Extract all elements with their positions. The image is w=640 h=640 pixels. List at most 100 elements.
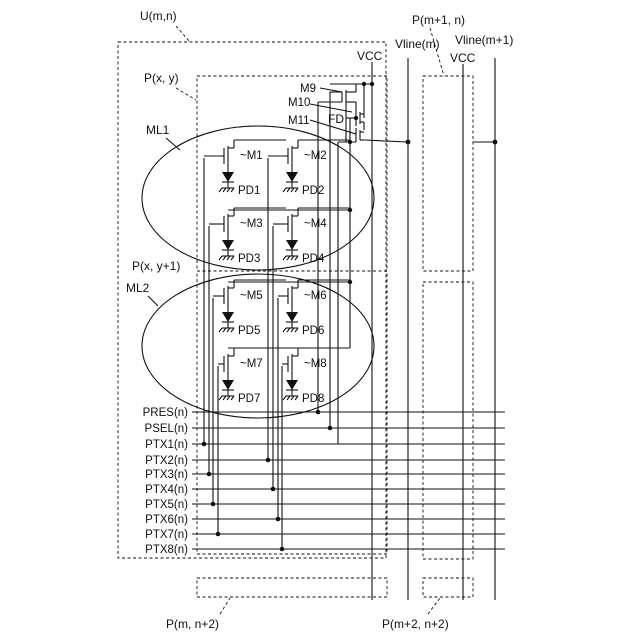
photodiode-label: PD7 <box>238 393 260 405</box>
signal-labels: PRES(n)PSEL(n)PTX1(n)PTX2(n)PTX3(n)PTX4(… <box>143 407 189 556</box>
ground-hatch <box>223 396 226 400</box>
ground-hatch <box>295 188 298 192</box>
photodiode-label: PD4 <box>302 253 325 265</box>
neighbor-right-leader <box>430 28 444 76</box>
neighbor-right-top-box <box>423 76 473 271</box>
ground-hatch <box>287 256 290 260</box>
photodiode-icon <box>286 380 298 390</box>
ml2-label: ML2 <box>126 281 150 295</box>
neighbor-right-bottom-box <box>423 282 473 559</box>
pixel-top-label: P(x, y) <box>144 71 179 85</box>
transistor-label: ~M4 <box>304 218 327 230</box>
ml2-leader <box>148 296 158 306</box>
ground-hatch <box>219 328 222 332</box>
m9-leader <box>320 88 342 92</box>
unit-label: U(m,n) <box>140 9 177 23</box>
neighbor-bottom-left-leader <box>220 598 230 614</box>
neighbor-bottom-right-box <box>423 578 473 597</box>
neighbor-bottom-left-label: P(m, n+2) <box>166 617 219 631</box>
ml1-leader <box>166 138 180 150</box>
signal-label-8: PTX6(n) <box>145 514 188 526</box>
photodiode-icon <box>222 312 234 322</box>
signal-label-7: PTX5(n) <box>145 499 188 511</box>
ground-hatch <box>291 396 294 400</box>
transistor-label: ~M6 <box>304 290 327 302</box>
m9-label: M9 <box>300 83 316 95</box>
vcc-right-label: VCC <box>450 51 476 65</box>
ground-hatch <box>283 256 286 260</box>
control-signal-bus <box>192 158 505 551</box>
ground-hatch <box>287 396 290 400</box>
pixel-cell-7: ~M7PD7 <box>218 348 286 405</box>
transistor-label: ~M7 <box>240 358 263 370</box>
neighbor-bottom-left-box <box>197 578 387 597</box>
pixel-cell-6: ~M6PD6 <box>278 280 350 337</box>
neighbor-bottom-right-label: P(m+2, n+2) <box>382 617 449 631</box>
ground-hatch <box>231 396 234 400</box>
m11-label: M11 <box>288 115 310 127</box>
ground-hatch <box>227 256 230 260</box>
ground-hatch <box>223 256 226 260</box>
photodiode-icon <box>286 240 298 250</box>
ground-hatch <box>227 188 230 192</box>
fd-label: FD <box>328 112 344 126</box>
bus-junction-2 <box>328 426 333 431</box>
transistor-label: ~M1 <box>240 150 263 162</box>
unit-leader <box>176 26 190 42</box>
photodiode-label: PD3 <box>238 253 260 265</box>
photodiode-label: PD2 <box>302 185 324 197</box>
ground-hatch <box>287 188 290 192</box>
pixel-top-leader <box>176 88 196 100</box>
pixel-cell-3: ~M3PD3 <box>209 208 286 265</box>
ground-hatch <box>287 328 290 332</box>
neighbor-right-label: P(m+1, n) <box>412 13 465 27</box>
pixel-cell-5: ~M5PD5 <box>213 280 286 337</box>
vline-m1-label: Vline(m+1) <box>455 33 513 47</box>
ground-hatch <box>283 188 286 192</box>
ground-hatch <box>291 328 294 332</box>
signal-label-1: PRES(n) <box>143 407 189 419</box>
ml1-label: ML1 <box>146 123 170 137</box>
vcc-left-label: VCC <box>357 49 383 63</box>
ground-hatch <box>219 188 222 192</box>
ground-hatch <box>231 328 234 332</box>
transistor-label: ~M3 <box>240 218 263 230</box>
ground-hatch <box>219 396 222 400</box>
photodiode-label: PD8 <box>302 393 324 405</box>
signal-label-9: PTX7(n) <box>145 529 188 541</box>
photodiode-icon <box>286 312 298 322</box>
signal-label-10: PTX8(n) <box>145 544 188 556</box>
ground-hatch <box>291 256 294 260</box>
ground-hatch <box>227 328 230 332</box>
ground-hatch <box>295 256 298 260</box>
photodiode-icon <box>222 240 234 250</box>
signal-label-4: PTX2(n) <box>145 455 188 467</box>
ground-hatch <box>227 396 230 400</box>
ground-hatch <box>295 396 298 400</box>
transistor-label: ~M8 <box>304 358 327 370</box>
ground-hatch <box>219 256 222 260</box>
signal-label-2: PSEL(n) <box>145 423 189 435</box>
ground-hatch <box>283 396 286 400</box>
signal-label-6: PTX4(n) <box>145 484 188 496</box>
photodiode-icon <box>286 172 298 182</box>
bus-junction-1 <box>316 410 321 415</box>
ground-hatch <box>223 188 226 192</box>
m10-label: M10 <box>288 97 310 109</box>
ground-hatch <box>283 328 286 332</box>
photodiode-label: PD5 <box>238 325 260 337</box>
ground-hatch <box>231 256 234 260</box>
photodiode-icon <box>222 172 234 182</box>
ground-hatch <box>231 188 234 192</box>
pixel-array: ~M1PD1~M2PD2~M3PD3~M4PD4~M5PD5~M6PD6~M7P… <box>204 140 350 405</box>
pixel-bottom-label: P(x, y+1) <box>132 259 180 273</box>
transistor-label: ~M5 <box>240 290 263 302</box>
photodiode-label: PD6 <box>302 325 324 337</box>
ground-hatch <box>291 188 294 192</box>
photodiode-label: PD1 <box>238 185 260 197</box>
pixel-cell-1: ~M1PD1 <box>204 140 286 197</box>
ground-hatch <box>223 328 226 332</box>
neighbor-bottom-right-leader <box>428 598 440 614</box>
